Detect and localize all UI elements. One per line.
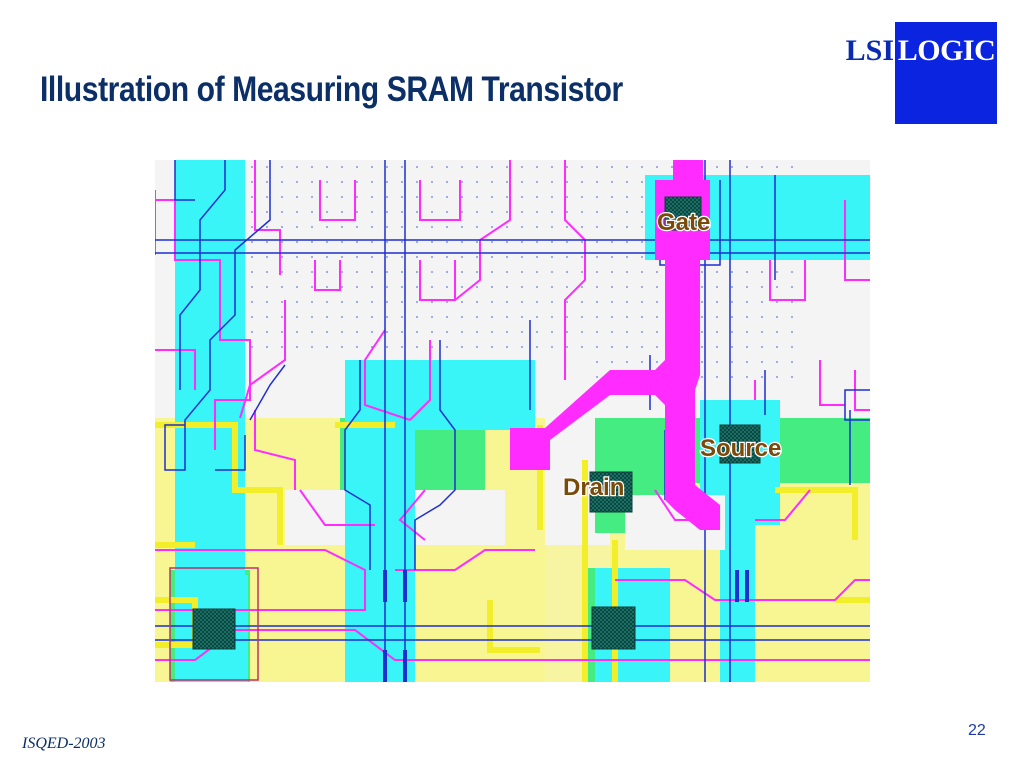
footer-conference: ISQED-2003: [22, 735, 106, 752]
contact-layer: [169, 196, 761, 681]
terminal-label-layer: Gate Source Drain: [562, 208, 783, 503]
logo-lsi-text: LSI: [845, 34, 894, 67]
sram-layout-figure: Gate Source Drain: [155, 160, 870, 682]
sram-layout-svg: Gate Source Drain: [155, 160, 870, 682]
drain-label: Drain: [563, 474, 624, 501]
slide-title: Illustration of Measuring SRAM Transisto…: [40, 70, 623, 109]
logo-blue-box: LOGIC: [895, 22, 997, 124]
gate-label: Gate: [657, 209, 710, 236]
source-label: Source: [700, 435, 781, 462]
lsi-logic-logo: LSI LOGIC: [840, 22, 997, 124]
metal2-outline-layer: [155, 160, 870, 661]
diffusion-layer: [175, 160, 870, 682]
white-gap-left: [285, 490, 345, 545]
logo-logic-text: LOGIC: [897, 34, 996, 67]
metal1-layer: [155, 160, 870, 682]
yellow-outline-layer: [155, 422, 870, 682]
page-number: 22: [968, 722, 986, 739]
white-gap-mid: [415, 490, 505, 545]
via-layer: [383, 570, 749, 682]
